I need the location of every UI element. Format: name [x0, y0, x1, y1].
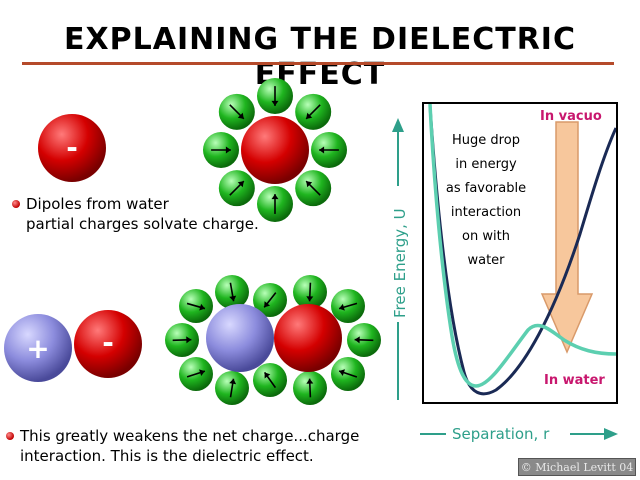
solvation-figure: - + - [4, 78, 381, 405]
energy-graph-panel: In vacuo In water Huge drop in energy as… [422, 102, 618, 404]
water-dipole [253, 363, 287, 397]
water-dipole [331, 289, 365, 323]
in-vacuo-label: In vacuo [540, 109, 602, 124]
minus-sign: - [66, 131, 78, 164]
bullet-1 [12, 200, 20, 208]
title-underline [22, 62, 614, 65]
x-axis-arrowhead [604, 428, 618, 440]
solvated-negative-ion-core [274, 304, 342, 372]
caption-2: This greatly weakens the net charge...ch… [20, 426, 359, 466]
energy-curves: In vacuo In water Huge drop in energy as… [428, 104, 616, 396]
solvated-ion-pair [165, 275, 381, 405]
in-vacuo-curve [428, 105, 616, 396]
solvated-negative-ion-core [241, 116, 309, 184]
water-dipole [347, 323, 381, 357]
energy-drop-note: Huge drop in energy as favorable interac… [446, 133, 526, 268]
note-line-6: water [467, 253, 505, 268]
water-dipole [218, 170, 255, 207]
water-dipole [179, 357, 213, 391]
water-dipole [293, 371, 327, 405]
in-water-curve [428, 104, 616, 388]
water-dipole [257, 186, 293, 222]
caption-2-line-2: interaction. This is the dielectric effe… [20, 447, 314, 465]
note-line-5: on with [462, 229, 510, 244]
negative-ion [74, 310, 142, 378]
bullet-2 [6, 432, 14, 440]
in-water-label: In water [544, 373, 605, 388]
caption-1-line-2: partial charges solvate charge. [26, 215, 259, 233]
caption-1-line-1: Dipoles from water [26, 195, 169, 213]
minus-sign-pair: - [102, 326, 114, 359]
water-dipole [215, 371, 249, 405]
caption-2-line-1: This greatly weakens the net charge...ch… [20, 427, 360, 445]
copyright-badge: © Michael Levitt 04 [518, 458, 636, 476]
water-dipole [257, 78, 293, 114]
x-axis-label: Separation, r [452, 425, 550, 443]
water-dipole [179, 289, 213, 323]
ion-pair: + - [4, 310, 142, 382]
water-dipole [165, 323, 199, 357]
note-line-1: Huge drop [452, 133, 520, 148]
solvated-negative-ion [203, 78, 347, 222]
water-dipole [203, 132, 239, 168]
negative-ion-top: - [38, 114, 106, 182]
water-dipole [331, 357, 365, 391]
energy-drop-arrow [540, 121, 594, 354]
water-dipole [253, 283, 287, 317]
note-line-4: interaction [451, 205, 521, 220]
plus-sign: + [26, 332, 49, 365]
positive-ion [4, 314, 72, 382]
note-line-2: in energy [455, 157, 517, 172]
water-dipole [295, 93, 332, 130]
caption-1: Dipoles from water partial charges solva… [26, 194, 259, 234]
water-dipole [295, 170, 332, 207]
water-dipole [293, 275, 327, 309]
water-dipole [311, 132, 347, 168]
water-dipole [218, 93, 255, 130]
solvated-positive-ion-core [206, 304, 274, 372]
water-dipole [215, 275, 249, 309]
note-line-3: as favorable [446, 181, 526, 196]
